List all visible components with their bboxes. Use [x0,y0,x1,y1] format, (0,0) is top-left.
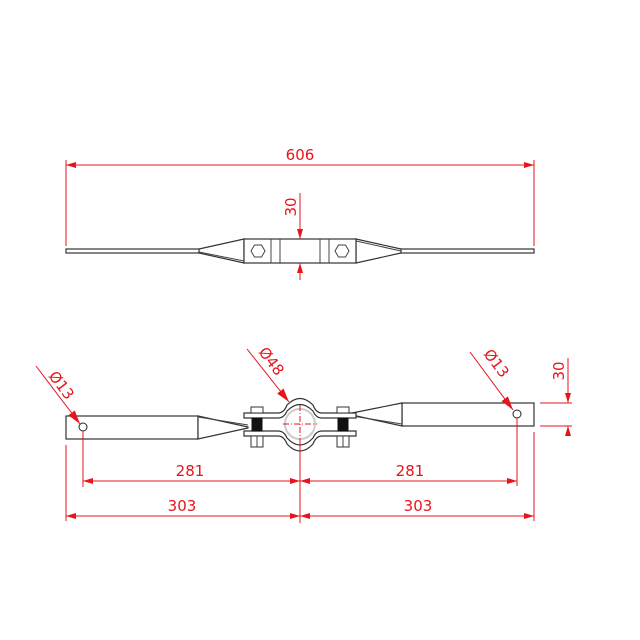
left-hole [78,422,88,432]
top-height-dimension: 30 [282,193,303,280]
overall-length-label: 606 [286,146,315,164]
pipe-clamp [243,397,357,452]
left-rod [65,248,202,254]
front-view: Ø13 Ø48 Ø13 30 281 28 [35,344,572,523]
clamp-diameter-callout: Ø48 [246,344,290,403]
hex-bolt-icon [250,244,266,258]
left-bolt [250,406,264,448]
right-hole-diameter-callout: Ø13 [469,346,514,411]
right-taper [355,238,402,264]
left-hole-diameter-callout: Ø13 [35,365,81,425]
clamp-diameter-label: Ø48 [255,344,288,380]
left-281-label: 281 [176,462,205,480]
left-303-label: 303 [168,497,197,515]
right-hole [512,409,522,419]
top-height-label: 30 [282,197,300,216]
right-281-label: 281 [396,462,425,480]
overall-length-dimension: 606 [65,146,535,246]
left-taper [198,238,245,264]
left-hole-diameter-label: Ø13 [45,368,78,404]
left-taper-front [197,415,249,440]
thickness-dimension: 30 [540,358,572,436]
center-block [243,238,357,264]
right-rod [398,248,535,254]
hex-bolt-icon [334,244,350,258]
hole-to-center-dimensions: 281 281 [83,462,517,484]
thickness-label: 30 [550,361,568,380]
right-bolt [336,406,350,448]
top-view: 606 30 [65,146,535,280]
right-hole-diameter-label: Ø13 [480,346,513,382]
end-to-center-dimensions: 303 303 [66,497,534,519]
right-303-label: 303 [404,497,433,515]
